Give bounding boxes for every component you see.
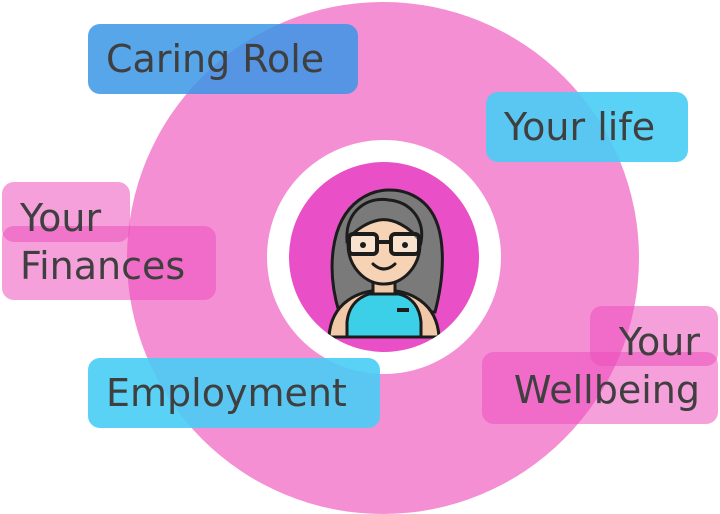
your-wellbeing-label: Your Wellbeing: [482, 306, 718, 424]
employment-text: Employment: [106, 371, 347, 415]
your-wellbeing-line-1: Your: [618, 320, 700, 364]
your-life-text: Your life: [504, 105, 656, 149]
your-finances-line-1: Your: [20, 196, 102, 240]
your-finances-line-2: Finances: [20, 244, 186, 288]
employment-label: Employment: [88, 358, 380, 428]
caring-role-label: Caring Role: [88, 24, 358, 94]
caring-role-text: Caring Role: [106, 37, 325, 81]
your-finances-label: Your Finances: [2, 182, 216, 300]
woman-with-glasses-avatar-icon: [327, 188, 444, 339]
your-life-label: Your life: [486, 92, 688, 162]
your-wellbeing-line-2: Wellbeing: [513, 368, 700, 412]
avatar: [289, 162, 479, 352]
